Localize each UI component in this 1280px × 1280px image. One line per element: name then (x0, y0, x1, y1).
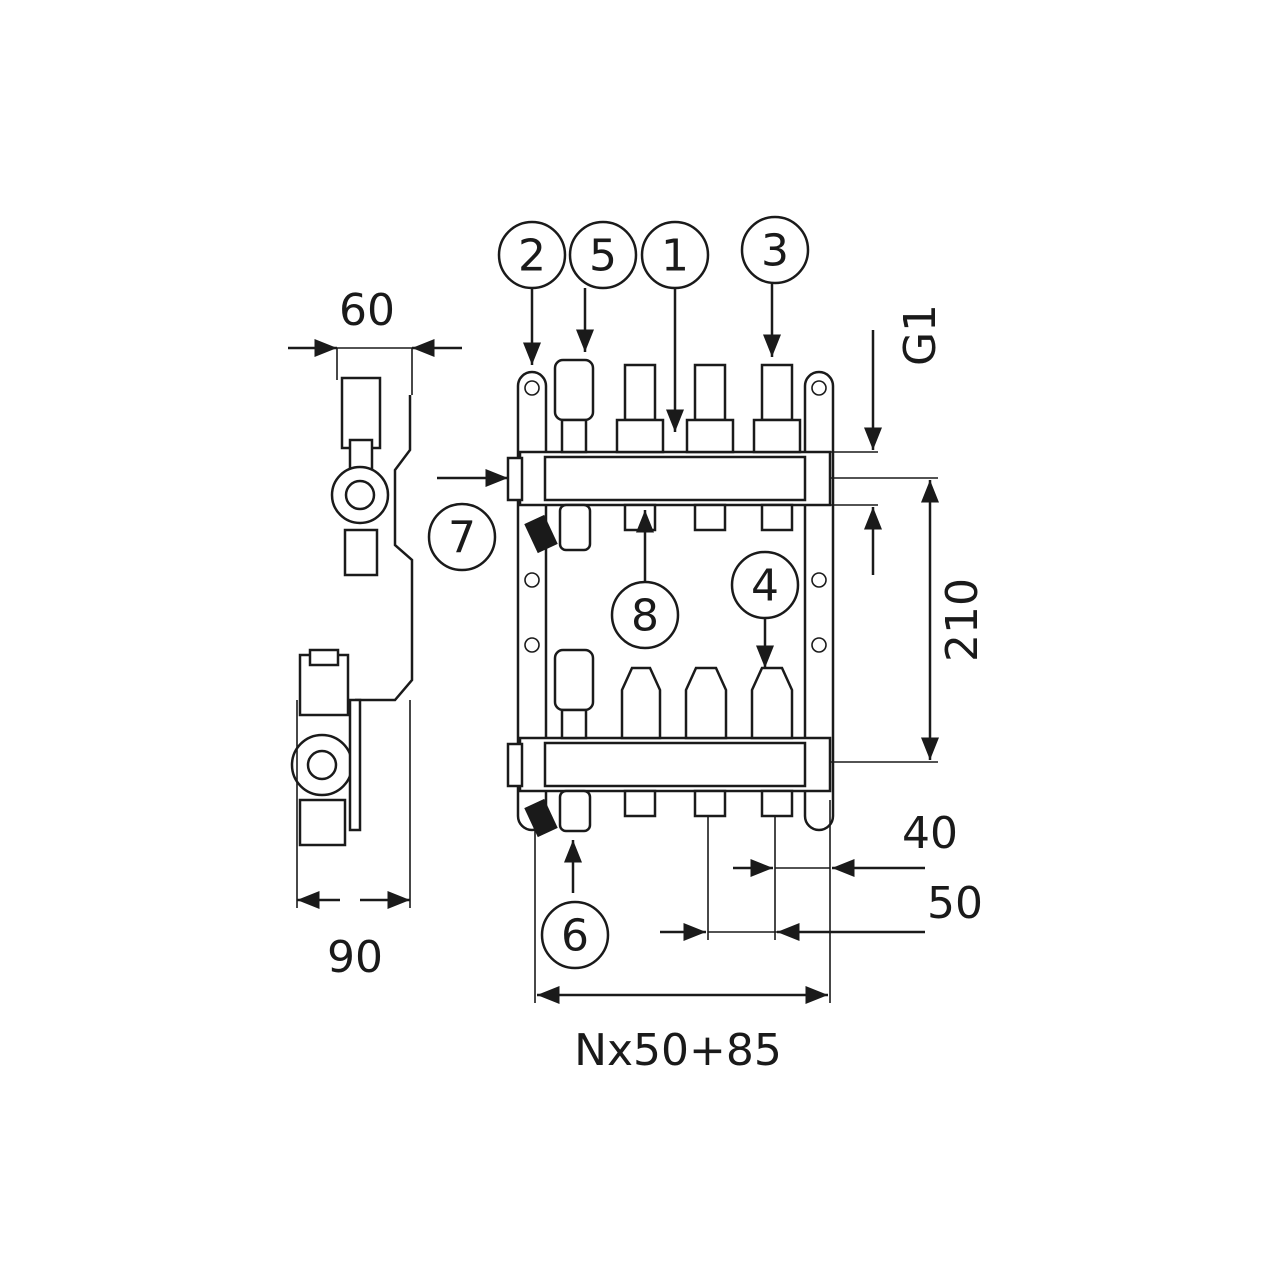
callout-6: 6 (540, 840, 610, 970)
callout-4: 4 (730, 550, 800, 668)
dim-g1: G1 (895, 304, 946, 366)
callouts: 2 5 1 3 7 8 4 6 (427, 215, 810, 970)
svg-text:7: 7 (448, 513, 476, 564)
air-vent-top (553, 358, 595, 422)
callout-7: 7 (427, 469, 508, 572)
svg-text:1: 1 (661, 231, 689, 282)
callout-8: 8 (610, 510, 680, 650)
callout-5: 5 (568, 220, 638, 352)
dim-40: 40 (902, 808, 958, 859)
svg-text:8: 8 (631, 591, 659, 642)
callout-1: 1 (640, 220, 710, 432)
dim-60: 60 (339, 285, 395, 336)
manifold-front-view (506, 358, 835, 838)
drain-valve-top (524, 514, 558, 554)
svg-text:3: 3 (761, 226, 789, 277)
dim-90: 90 (327, 932, 383, 983)
dim-50: 50 (927, 878, 983, 929)
drain-valve-bottom (524, 798, 558, 838)
svg-text:4: 4 (751, 561, 779, 612)
air-vent-bottom (553, 648, 595, 712)
svg-text:6: 6 (561, 911, 589, 962)
dim-210: 210 (937, 578, 988, 662)
callout-3: 3 (740, 215, 810, 357)
dim-total-width: Nx50+85 (574, 1025, 782, 1076)
svg-text:5: 5 (589, 231, 617, 282)
callout-2: 2 (497, 220, 567, 365)
dimensions: 60 90 G1 210 40 50 Nx50+85 (288, 285, 988, 1076)
svg-text:2: 2 (518, 231, 546, 282)
side-view (290, 376, 414, 847)
